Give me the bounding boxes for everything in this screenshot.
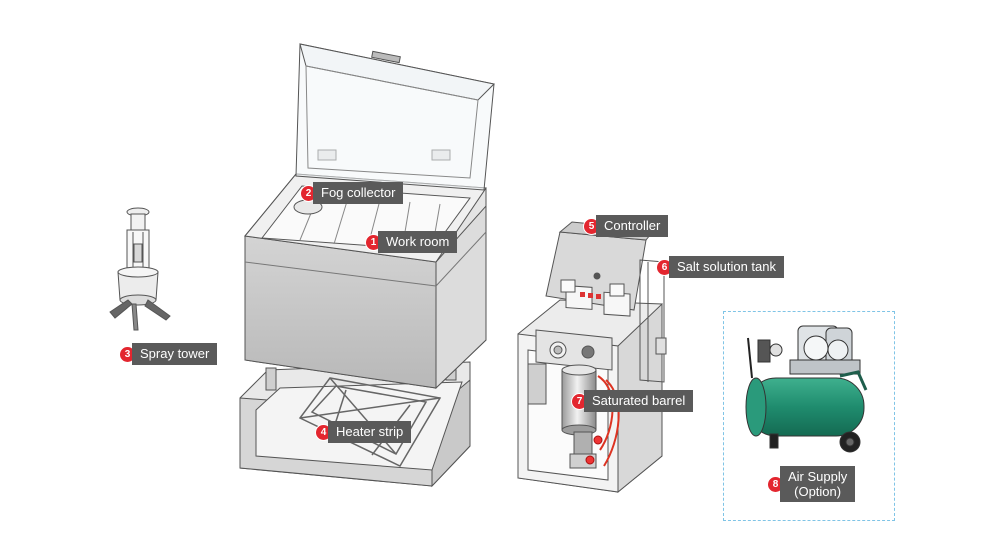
callout-label-salt-solution-tank: Salt solution tank (669, 256, 785, 278)
callout-air-supply: 8 Air Supply (Option) (768, 466, 856, 502)
callout-number-5: 5 (584, 218, 599, 234)
spray-tower-drawing (109, 207, 171, 331)
air-supply-option-box (723, 311, 895, 521)
callout-number-2: 2 (301, 185, 316, 201)
callout-number-7: 7 (572, 393, 587, 409)
controller-cabinet-drawing (517, 221, 667, 494)
callout-label-controller: Controller (596, 215, 669, 237)
callout-label-fog-collector: Fog collector (313, 182, 404, 204)
callout-salt-solution-tank: 6 Salt solution tank (657, 256, 785, 278)
callout-controller: 5 Controller (584, 215, 669, 237)
callout-spray-tower: 3 Spray tower (120, 343, 218, 365)
callout-heater-strip: 4 Heater strip (316, 421, 412, 443)
air-supply-line-2: (Option) (794, 484, 842, 499)
callout-number-3: 3 (120, 346, 135, 362)
callout-label-heater-strip: Heater strip (328, 421, 412, 443)
callout-label-saturated-barrel: Saturated barrel (584, 390, 694, 412)
callout-fog-collector: 2 Fog collector (301, 182, 404, 204)
callout-number-1: 1 (366, 234, 381, 250)
callout-label-air-supply: Air Supply (Option) (780, 466, 856, 502)
main-chamber-drawing (239, 43, 496, 488)
callout-number-4: 4 (316, 424, 331, 440)
callout-label-work-room: Work room (378, 231, 458, 253)
callout-number-8: 8 (768, 476, 783, 492)
callout-label-spray-tower: Spray tower (132, 343, 218, 365)
callout-saturated-barrel: 7 Saturated barrel (572, 390, 694, 412)
callout-number-6: 6 (657, 259, 672, 275)
callout-work-room: 1 Work room (366, 231, 458, 253)
air-supply-line-1: Air Supply (788, 469, 848, 484)
air-compressor-drawing (745, 325, 868, 453)
